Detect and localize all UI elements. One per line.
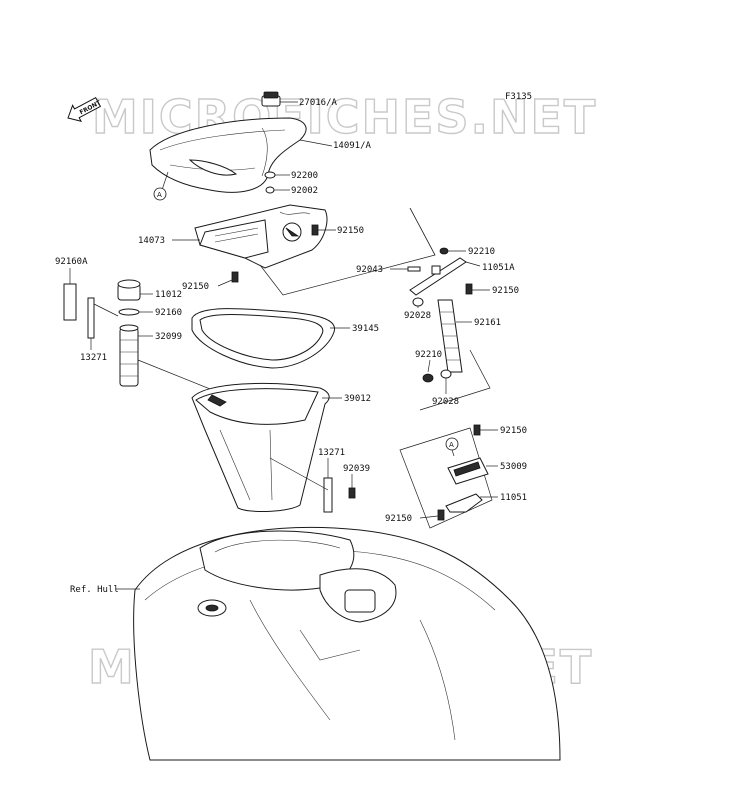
svg-text:A: A [449,441,454,449]
strap-13271-right-part [323,477,333,513]
bracket-11051-part [445,493,483,513]
label-39145: 39145 [352,324,379,334]
gasket-ring-39145-part [191,308,335,369]
clip-92039-part [348,487,356,499]
label-11051a: 11051A [482,263,515,273]
label-14073: 14073 [138,236,165,246]
bolt-92150-bracket-part [465,283,473,295]
latch-53009-part [447,457,489,485]
tube-32099-part [119,324,139,387]
label-92150-seat: 92150 [337,226,364,236]
cap-11012-part [117,279,141,301]
seat-base-part [194,204,328,269]
label-ref-hull: Ref. Hull [70,585,119,595]
label-11012: 11012 [155,290,182,300]
label-92200: 92200 [291,171,318,181]
hull-reference-part [133,527,561,761]
pin-92043-part [407,266,421,272]
bolt-92150-left-part [231,271,239,283]
label-92150-latch: 92150 [500,426,527,436]
label-11051: 11051 [500,493,527,503]
bolt-92150-latch-part [473,424,481,436]
label-13271-left: 13271 [80,353,107,363]
label-92160a: 92160A [55,257,88,267]
svg-text:A: A [157,191,162,199]
strap-13271-left-part [87,297,95,339]
label-53009: 53009 [500,462,527,472]
ref-marker-a-seat: A [153,171,169,201]
seat-cap-part [261,91,281,107]
bolt-92150-seat-part [311,224,319,236]
label-92039: 92039 [343,464,370,474]
washer-92210-top-part [439,247,449,255]
label-92160: 92160 [155,308,182,318]
label-92150-latch2: 92150 [385,514,412,524]
collar-92028-top-part [412,297,424,307]
bolt-92002-part [265,186,275,194]
label-92150-bracket: 92150 [492,286,519,296]
label-92002: 92002 [291,186,318,196]
figure-code: F3135 [505,92,532,102]
washer-92200-part [264,171,276,179]
collar-92028-bot-part [440,369,452,379]
label-92043: 92043 [356,265,383,275]
label-14091a: 14091/A [333,141,372,151]
label-39012: 39012 [344,394,371,404]
storage-bin-39012-part [191,382,330,513]
gasket-92160-part [118,308,140,316]
label-32099: 32099 [155,332,182,342]
label-92150-left: 92150 [182,282,209,292]
washer-92210-bot-part [422,373,434,383]
damper-92161-part [437,299,463,373]
label-92161: 92161 [474,318,501,328]
label-92210-top: 92210 [468,247,495,257]
label-27016a: 27016/A [299,98,338,108]
ref-marker-a-latch: A [445,437,459,457]
bracket-11051a-part [409,257,467,296]
label-13271-right: 13271 [318,448,345,458]
label-92210-bot: 92210 [415,350,442,360]
pad-92160a-part [63,283,77,321]
bolt-92150-latch2-part [437,509,445,521]
label-92028-top: 92028 [404,311,431,321]
